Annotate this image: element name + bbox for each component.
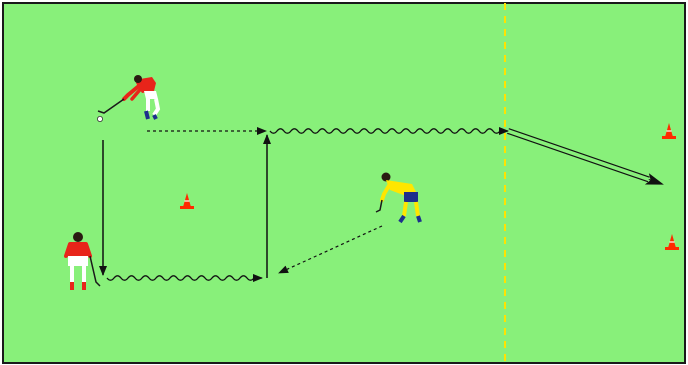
pitch <box>3 3 685 363</box>
